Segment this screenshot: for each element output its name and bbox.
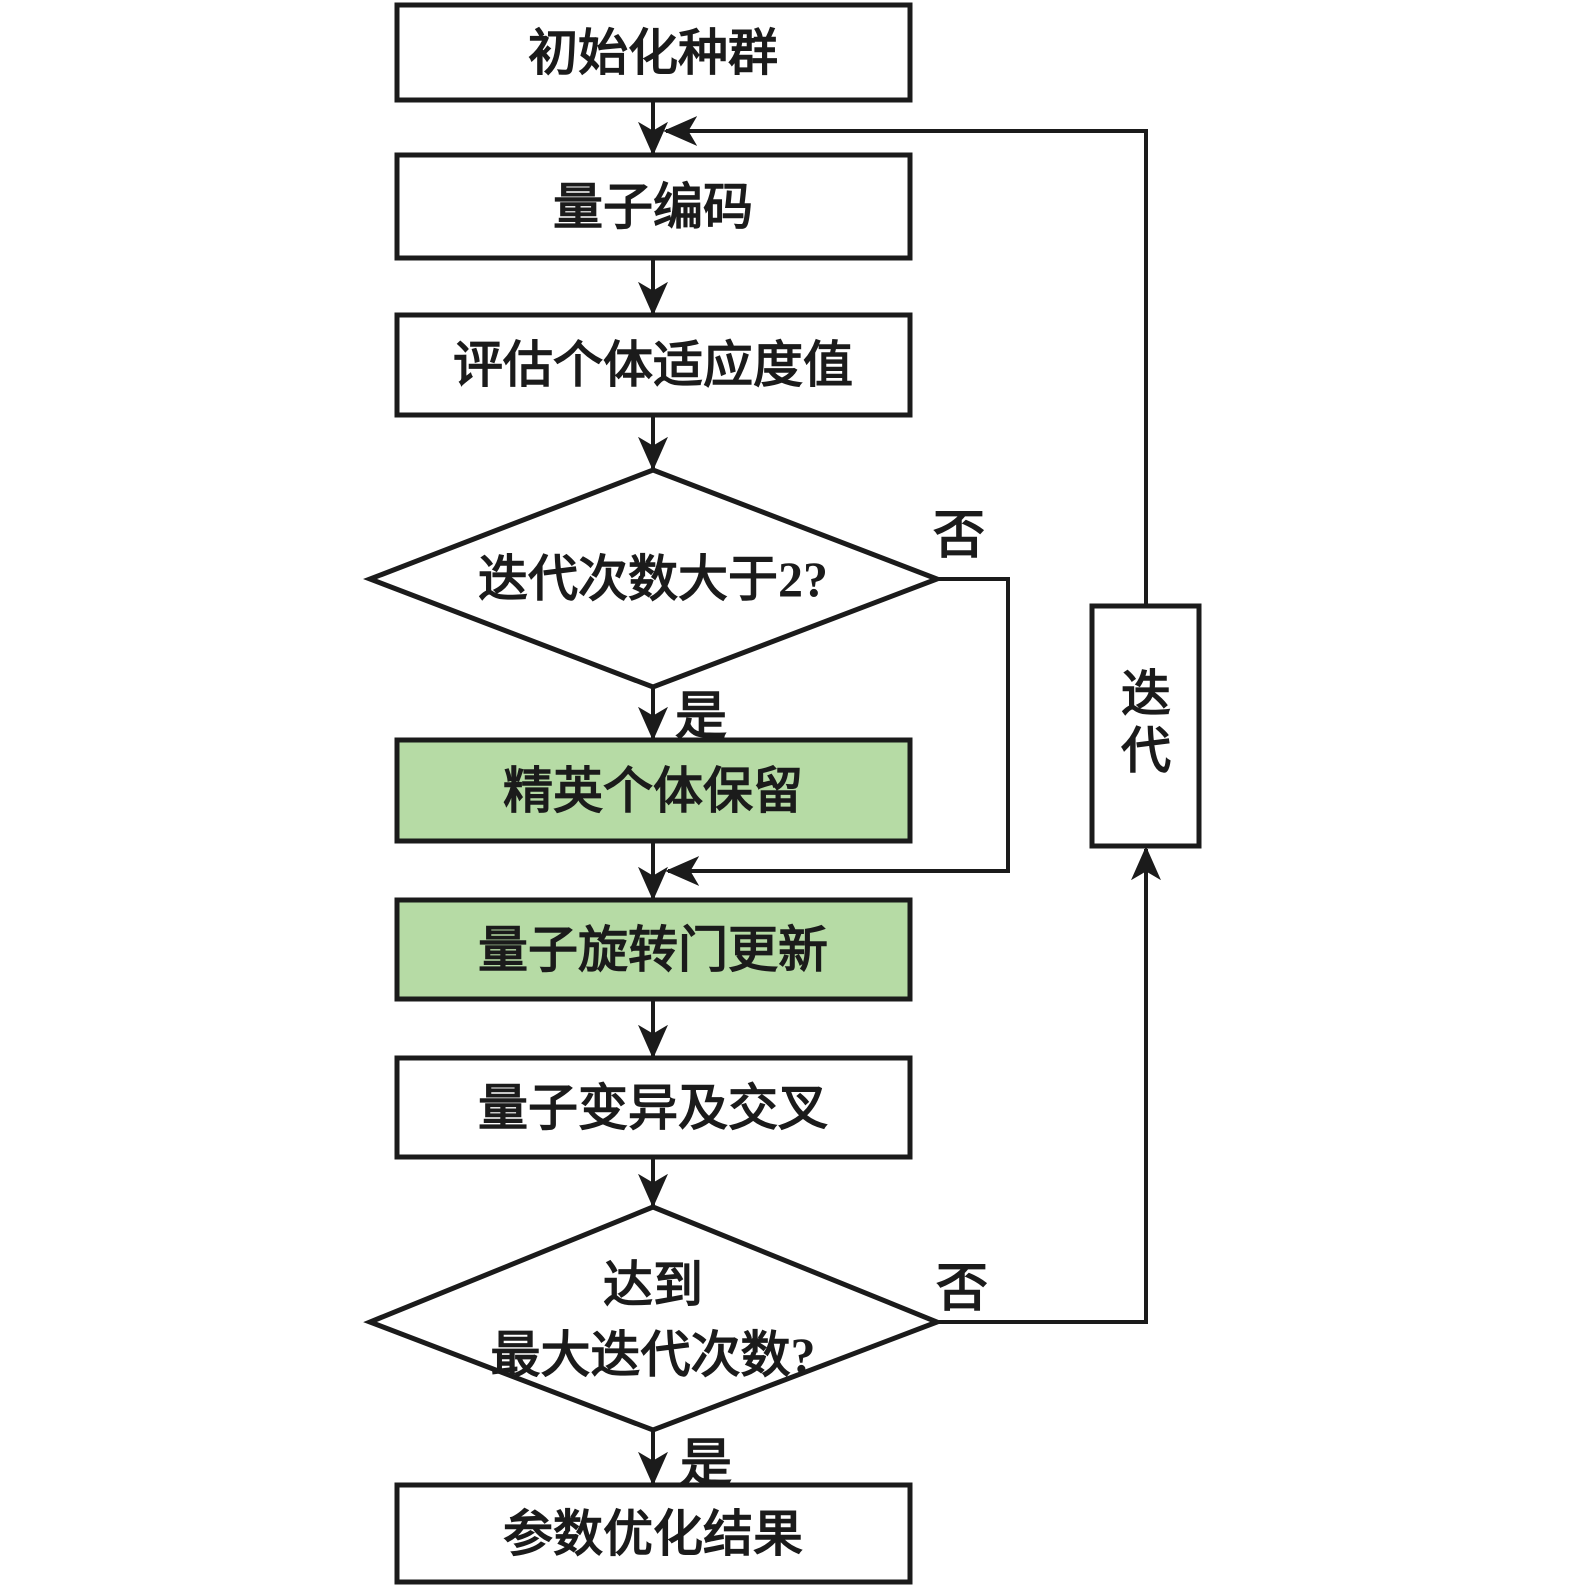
elite-label: 精英个体保留 xyxy=(503,763,803,819)
decision1-no-label: 否 xyxy=(933,508,985,565)
edge-decision2-no xyxy=(935,846,1161,1324)
decision2-no-label: 否 xyxy=(936,1261,988,1318)
elite-box xyxy=(394,737,913,844)
edge-iterate-loop-top xyxy=(663,116,1148,606)
result-box xyxy=(394,1482,913,1585)
decision2-diamond xyxy=(363,1204,944,1433)
decision2-label-line2: 最大迭代次数? xyxy=(491,1327,816,1383)
decision2-yes-label: 是 xyxy=(680,1436,732,1493)
edge-decision1-no xyxy=(665,577,1010,886)
init-label: 初始化种群 xyxy=(528,25,778,81)
mutation-box xyxy=(394,1055,913,1160)
evaluate-box xyxy=(394,312,913,418)
rotation-label: 量子旋转门更新 xyxy=(478,922,828,978)
encode-box xyxy=(394,152,913,261)
decision1-label: 迭代次数大于2? xyxy=(478,551,828,607)
decision2-label-line1: 达到 xyxy=(603,1257,703,1313)
rotation-box xyxy=(394,897,913,1002)
iterate-label-char1: 迭 xyxy=(1121,666,1171,722)
result-label: 参数优化结果 xyxy=(503,1506,803,1562)
decision1-diamond xyxy=(363,467,945,690)
encode-label: 量子编码 xyxy=(553,179,753,235)
init-box xyxy=(394,2,913,103)
iterate-label-char2: 代 xyxy=(1120,723,1171,779)
iterate-box xyxy=(1089,603,1202,849)
mutation-label: 量子变异及交叉 xyxy=(478,1080,828,1136)
evaluate-label: 评估个体适应度值 xyxy=(453,337,853,393)
decision1-yes-label: 是 xyxy=(675,689,727,746)
